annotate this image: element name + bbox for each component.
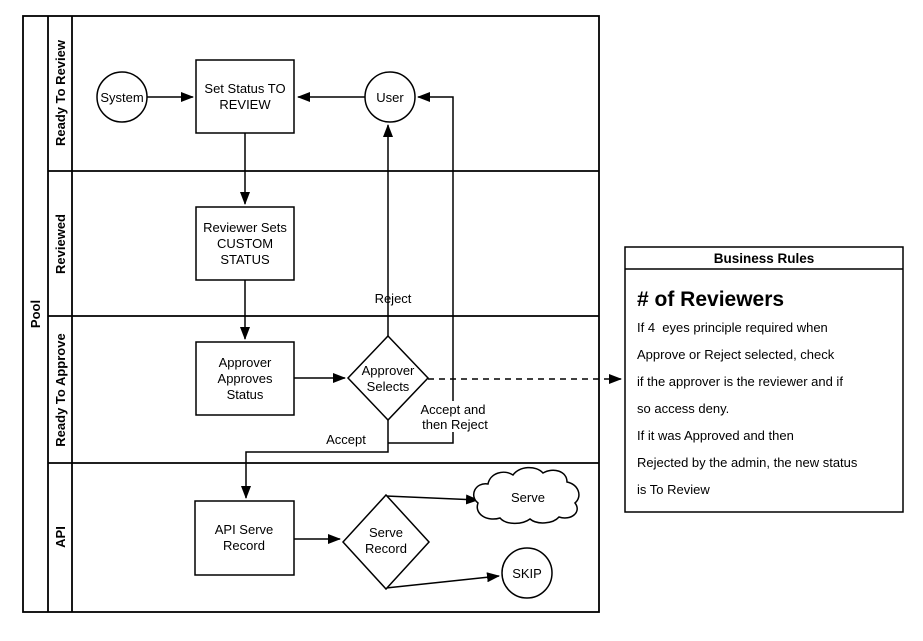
pool-border (22, 15, 600, 613)
business-rules-body-line7: is To Review (637, 482, 710, 497)
task-reviewer-sets-label-line1: Reviewer Sets (203, 220, 287, 235)
task-set-status-label-line2: REVIEW (219, 97, 271, 112)
gateway-approver-selects-label-line1: Approver (362, 363, 415, 378)
task-approver-approves-label-line2: Approves (218, 371, 273, 386)
business-rules-body-line3: if the approver is the reviewer and if (637, 374, 843, 389)
gateway-serve-record-label-line2: Record (365, 541, 407, 556)
task-api-serve-label-line1: API Serve (215, 522, 274, 537)
event-user-label: User (376, 90, 404, 105)
business-rules-box (624, 246, 904, 513)
task-api-serve-record (194, 500, 295, 576)
edge-accept-to-api-serve (241, 420, 389, 499)
end-event-skip-label: SKIP (512, 566, 542, 581)
business-rules-body-line5: If it was Approved and then (637, 428, 794, 443)
edge-label-accept-then-reject-line2: then Reject (422, 417, 488, 432)
cloud-serve (473, 466, 580, 525)
gateway-approver-selects (346, 334, 430, 422)
lane-label-ready-to-review: Ready To Review (53, 39, 68, 146)
business-rules-body-line6: Rejected by the admin, the new status (637, 455, 858, 470)
pool-title: Pool (28, 300, 43, 328)
task-reviewer-sets-label-line3: STATUS (220, 252, 270, 267)
business-rules-title: Business Rules (714, 251, 815, 266)
gateway-approver-selects-label-line2: Selects (367, 379, 410, 394)
cloud-serve-label: Serve (511, 490, 545, 505)
event-user (364, 71, 416, 123)
business-rules-body-line1: If 4 eyes principle required when (637, 320, 828, 335)
task-approver-approves-label-line1: Approver (219, 355, 272, 370)
edge-label-bg (416, 401, 492, 432)
task-api-serve-label-line2: Record (223, 538, 265, 553)
edge-label-reject: Reject (375, 291, 412, 306)
lane-label-api: API (53, 526, 68, 548)
gateway-serve-record (341, 493, 431, 591)
task-approver-approves-status (195, 341, 295, 416)
start-event-system-label: System (100, 90, 143, 105)
business-rules-body-line2: Approve or Reject selected, check (637, 347, 835, 362)
end-event-skip (501, 547, 553, 599)
task-reviewer-sets-label-line2: CUSTOM (217, 236, 273, 251)
edge-accept-then-reject-to-user (388, 92, 454, 444)
task-set-status-label-line1: Set Status TO (204, 81, 285, 96)
lane-label-ready-to-approve: Ready To Approve (53, 333, 68, 446)
edge-label-accept-then-reject-line1: Accept and (420, 402, 485, 417)
gateway-serve-record-label-line1: Serve (369, 525, 403, 540)
start-event-system (96, 71, 148, 123)
business-rules-heading: # of Reviewers (637, 288, 784, 311)
task-reviewer-sets-custom-status (195, 206, 295, 281)
business-rules-body-line4: so access deny. (637, 401, 729, 416)
task-set-status-to-review (195, 59, 295, 134)
edge-serve-record-to-skip (385, 572, 500, 589)
task-approver-approves-label-line3: Status (227, 387, 264, 402)
lane-label-reviewed: Reviewed (53, 214, 68, 274)
edge-label-accept: Accept (326, 432, 366, 447)
edge-serve-record-to-serve-cloud (385, 494, 479, 505)
